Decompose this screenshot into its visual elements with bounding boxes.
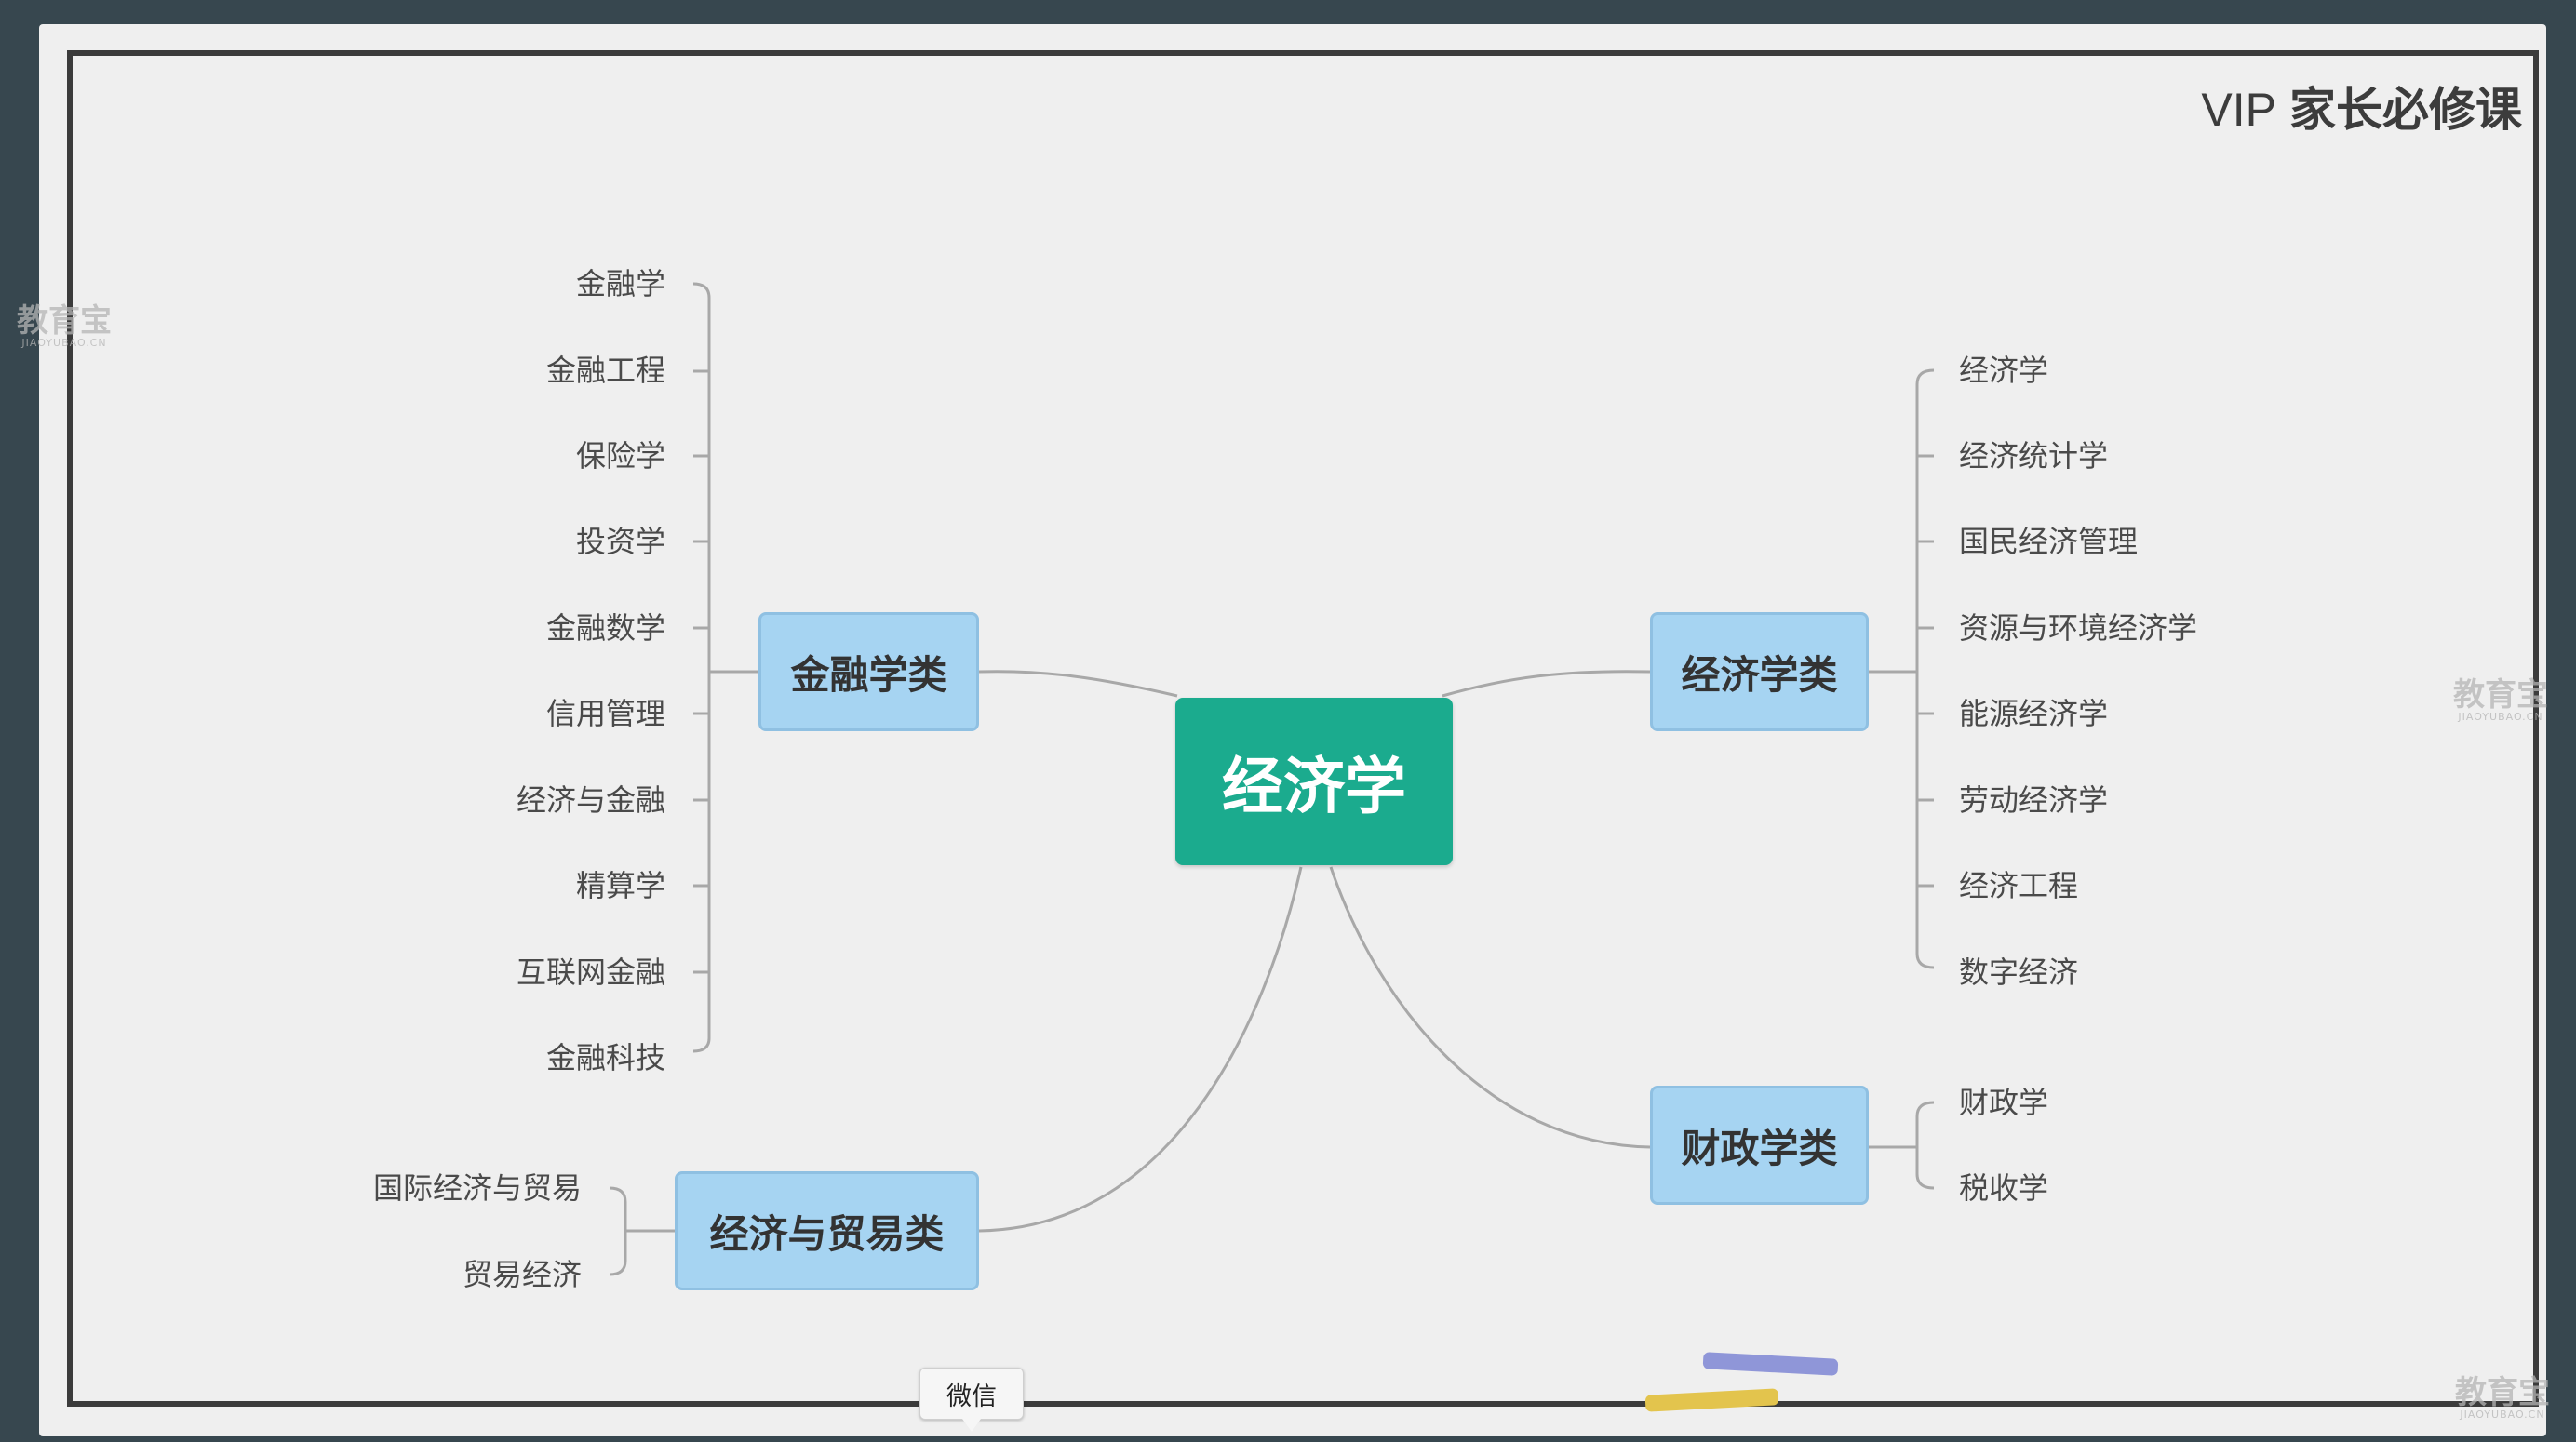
- leaf-economics-3: 国民经济管理: [1959, 524, 2139, 559]
- leaf-economics-7: 经济工程: [1959, 868, 2079, 903]
- bracket-economics: [1915, 368, 1935, 969]
- leaf-economics-1: 经济学: [1959, 353, 2049, 388]
- finance-ticks: [693, 369, 709, 974]
- leaf-economics-6: 劳动经济学: [1959, 782, 2109, 818]
- bracket-finance: [692, 282, 711, 1053]
- leaf-trade-1: 国际经济与贸易: [372, 1170, 582, 1206]
- leaf-finance-8: 精算学: [575, 868, 665, 903]
- watermark-logo-right: 教育宝 JIAOYUBAO.CN: [2453, 679, 2548, 724]
- leaf-economics-8: 数字经济: [1959, 955, 2079, 990]
- leaf-finance-1: 金融学: [575, 266, 665, 301]
- leaf-trade-2: 贸易经济: [462, 1257, 582, 1292]
- leaf-finance-9: 互联网金融: [516, 955, 665, 990]
- leaf-finance-5: 金融数学: [545, 610, 665, 646]
- leaf-fiscal-1: 财政学: [1959, 1085, 2049, 1120]
- category-trade: 经济与贸易类: [675, 1171, 979, 1290]
- watermark-logo-text: 教育宝: [17, 302, 112, 340]
- connector-root-trade: [978, 866, 1303, 1233]
- leaf-finance-7: 经济与金融: [516, 782, 665, 818]
- category-finance: 金融学类: [758, 612, 979, 731]
- leaf-economics-5: 能源经济学: [1959, 696, 2109, 731]
- connector-root-fiscal: [1329, 866, 1651, 1149]
- vip-label: VIP: [2201, 84, 2276, 136]
- watermark-logo-left: 教育宝 JIAOYUBAO.CN: [17, 305, 112, 350]
- bracket-trade: [609, 1186, 627, 1276]
- leaf-finance-6: 信用管理: [545, 696, 665, 731]
- leaf-finance-4: 投资学: [575, 524, 665, 559]
- category-economics: 经济学类: [1650, 612, 1869, 731]
- leaf-economics-2: 经济统计学: [1959, 438, 2109, 474]
- leaf-finance-2: 金融工程: [545, 353, 665, 388]
- category-fiscal: 财政学类: [1650, 1086, 1869, 1205]
- course-title: 家长必修课: [2289, 83, 2522, 137]
- watermark-domain: JIAOYUBAO.CN: [2458, 711, 2543, 723]
- connector-root-economics: [1442, 670, 1651, 698]
- watermark-domain: JIAOYUBAO.CN: [2460, 1409, 2545, 1421]
- bracket-fiscal: [1915, 1101, 1935, 1190]
- watermark-domain: JIAOYUBAO.CN: [21, 337, 107, 349]
- leaf-finance-10: 金融科技: [545, 1040, 665, 1075]
- leaf-economics-4: 资源与环境经济学: [1959, 610, 2198, 646]
- watermark-logo-text: 教育宝: [2453, 676, 2548, 714]
- watermark-logo-bottom: 教育宝 JIAOYUBAO.CN: [2455, 1377, 2550, 1422]
- watermark-logo-text: 教育宝: [2455, 1374, 2550, 1411]
- wechat-tooltip[interactable]: 微信: [919, 1368, 1024, 1432]
- leaf-fiscal-2: 税收学: [1959, 1170, 2049, 1206]
- root-node: 经济学: [1175, 698, 1453, 865]
- connector-root-finance: [978, 670, 1178, 698]
- economics-ticks: [1917, 454, 1934, 888]
- leaf-finance-3: 保险学: [575, 438, 665, 474]
